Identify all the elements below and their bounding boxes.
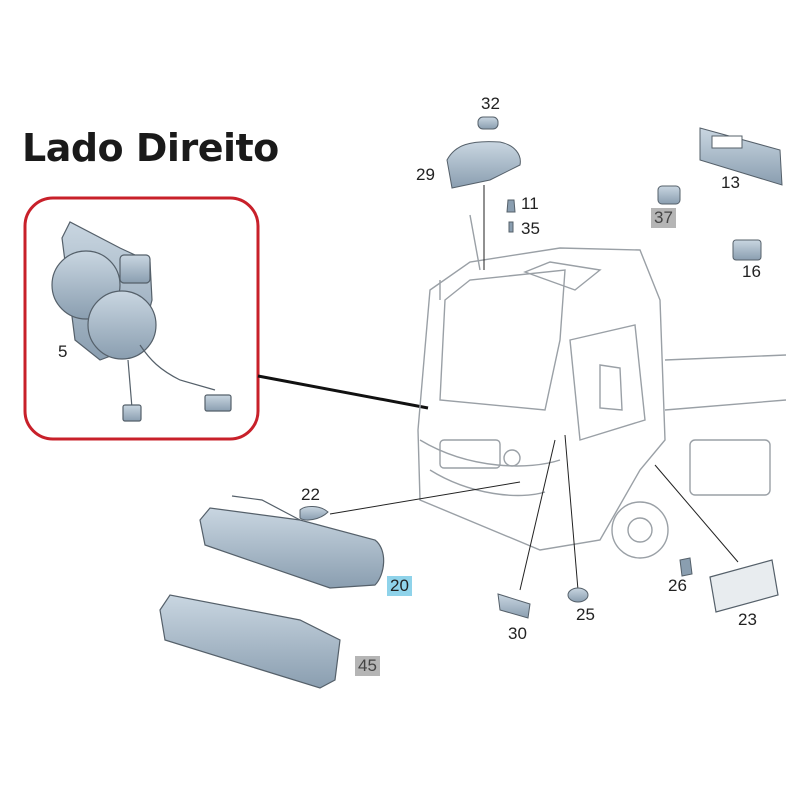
part-30-switch bbox=[497, 593, 531, 619]
part-11-35-screws bbox=[506, 199, 516, 233]
callout-leader bbox=[257, 374, 429, 410]
part-20-indicator-lamp bbox=[199, 495, 385, 589]
part-label-32: 32 bbox=[481, 94, 500, 113]
part-label-13: 13 bbox=[721, 173, 740, 192]
part-37-clip bbox=[657, 185, 681, 205]
diagram-title: Lado Direito bbox=[22, 126, 279, 170]
part-25-plug bbox=[567, 587, 589, 603]
callout-box bbox=[23, 196, 260, 441]
part-label-11: 11 bbox=[521, 194, 539, 213]
part-label-37: 37 bbox=[651, 208, 676, 228]
headlamp-assembly bbox=[51, 221, 232, 422]
part-label-26: 26 bbox=[668, 576, 687, 595]
part-29-roof-lamp bbox=[446, 141, 521, 189]
part-label-23: 23 bbox=[738, 610, 757, 629]
part-label-30: 30 bbox=[508, 624, 527, 643]
part-label-29: 29 bbox=[416, 165, 435, 184]
part-26-screw bbox=[679, 557, 693, 577]
part-label-25: 25 bbox=[576, 605, 595, 624]
part-label-35: 35 bbox=[521, 219, 540, 238]
part-label-45: 45 bbox=[355, 656, 380, 676]
part-label-16: 16 bbox=[742, 262, 761, 281]
part-16-connector bbox=[732, 239, 762, 261]
part-label-22: 22 bbox=[301, 485, 320, 504]
part-22-bulb bbox=[299, 506, 329, 521]
part-32-bulb bbox=[477, 116, 499, 130]
part-13-bracket bbox=[699, 127, 783, 186]
part-23-plate bbox=[709, 559, 779, 613]
part-45-fog-lamp bbox=[159, 594, 341, 689]
part-label-20: 20 bbox=[387, 576, 412, 596]
leader-lines bbox=[329, 185, 739, 591]
part-label-5: 5 bbox=[58, 342, 68, 361]
truck-drawing bbox=[417, 214, 786, 559]
